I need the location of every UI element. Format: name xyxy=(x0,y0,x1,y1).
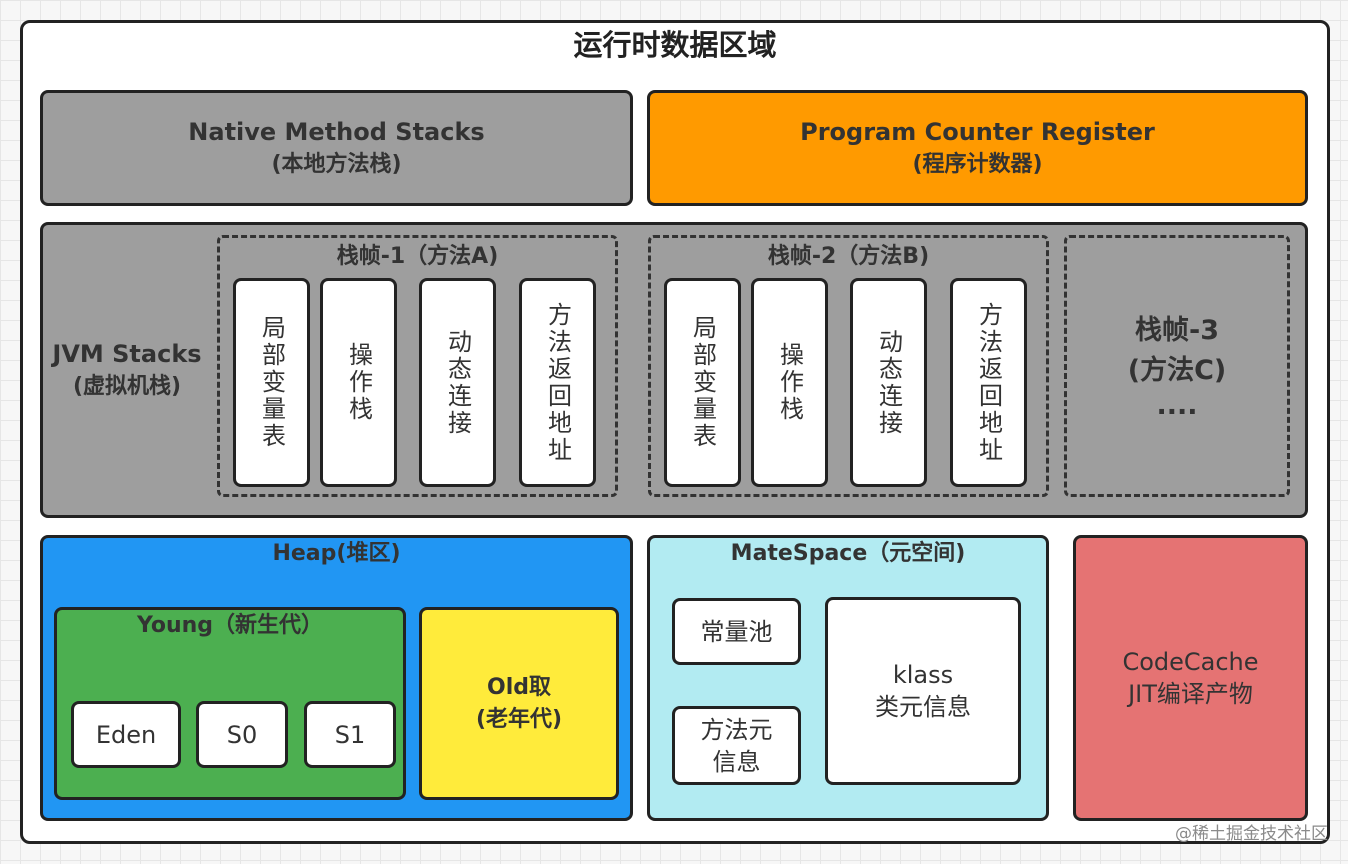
old-line1: Old取 xyxy=(487,674,551,700)
codecache-line1: CodeCache xyxy=(1122,648,1259,676)
stack-frame-1-title: 栈帧-1（方法A) xyxy=(336,244,499,269)
return-address-1: 方法返回地址 xyxy=(519,278,596,487)
s0-box: S0 xyxy=(196,701,288,768)
metaspace-title: MateSpace（元空间) xyxy=(730,541,966,566)
stack-frame-2 xyxy=(648,235,1049,497)
native-method-stacks-box: Native Method Stacks (本地方法栈) xyxy=(40,90,633,206)
klass-line1: klass xyxy=(892,661,954,689)
young-title: Young（新生代） xyxy=(136,613,324,638)
operand-stack-2: 操作栈 xyxy=(751,278,828,487)
cell-text: 局部变量表 xyxy=(257,315,286,450)
native-line1: Native Method Stacks xyxy=(188,118,485,146)
cell-text: 操作栈 xyxy=(344,342,373,423)
heap-title: Heap(堆区) xyxy=(272,541,401,566)
local-variable-table-2: 局部变量表 xyxy=(664,278,741,487)
cell-text: 动态连接 xyxy=(874,328,903,437)
watermark: @稀土掘金技术社区 xyxy=(1175,824,1328,844)
constant-pool-box: 常量池 xyxy=(672,598,801,665)
klass-metadata-box: klass 类元信息 xyxy=(825,597,1021,785)
cell-text: 方法返回地址 xyxy=(974,301,1003,464)
operand-stack-1: 操作栈 xyxy=(320,278,397,487)
cell-text: 操作栈 xyxy=(775,342,804,423)
return-address-2: 方法返回地址 xyxy=(950,278,1027,487)
frame3-ellipsis: .... xyxy=(1156,390,1198,421)
codecache-line2: JIT编译产物 xyxy=(1128,680,1253,708)
jvm-line1: JVM Stacks xyxy=(52,340,202,368)
method-metadata-box: 方法元 信息 xyxy=(672,706,801,785)
pc-line1: Program Counter Register xyxy=(800,118,1155,146)
cell-text: 动态连接 xyxy=(443,328,472,437)
frame3-line2: (方法C) xyxy=(1127,355,1227,386)
jvm-stacks-label: JVM Stacks (虚拟机栈) xyxy=(52,335,202,405)
old-line2: (老年代) xyxy=(475,706,563,732)
dynamic-linking-2: 动态连接 xyxy=(850,278,927,487)
dynamic-linking-1: 动态连接 xyxy=(419,278,496,487)
s1-box: S1 xyxy=(304,701,396,768)
frame3-line1: 栈帧-3 xyxy=(1135,315,1219,346)
method-meta-line2: 信息 xyxy=(712,747,761,776)
stack-frame-1 xyxy=(217,235,618,497)
eden-box: Eden xyxy=(71,701,181,768)
old-generation-box: Old取 (老年代) xyxy=(419,607,619,800)
program-counter-register-box: Program Counter Register (程序计数器) xyxy=(647,90,1308,206)
cell-text: 方法返回地址 xyxy=(543,301,572,464)
stack-frame-3: 栈帧-3 (方法C) .... xyxy=(1064,235,1290,497)
native-line2: (本地方法栈) xyxy=(271,152,402,177)
diagram-title: 运行时数据区域 xyxy=(573,28,777,62)
klass-line2: 类元信息 xyxy=(875,693,971,721)
cell-text: 局部变量表 xyxy=(688,315,717,450)
stack-frame-2-title: 栈帧-2（方法B) xyxy=(767,244,930,269)
codecache-box: CodeCache JIT编译产物 xyxy=(1073,535,1308,821)
pc-line2: (程序计数器) xyxy=(912,152,1043,177)
method-meta-line1: 方法元 xyxy=(700,715,773,744)
local-variable-table-1: 局部变量表 xyxy=(233,278,310,487)
jvm-line2: (虚拟机栈) xyxy=(72,374,182,399)
